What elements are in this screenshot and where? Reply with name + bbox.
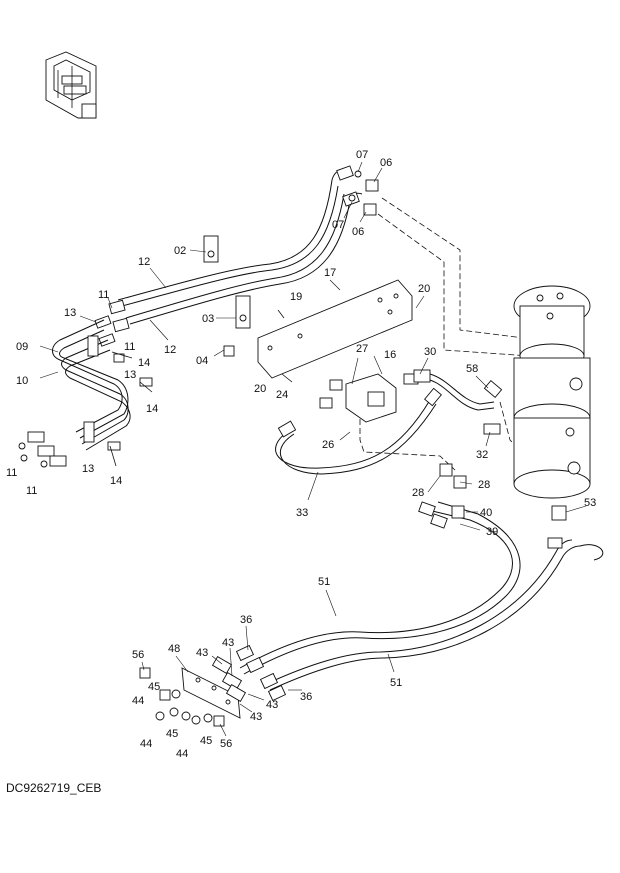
hose-33 (275, 387, 442, 475)
callout-26: 26 (322, 439, 334, 451)
lower-long-hoses (239, 501, 604, 691)
callout-44-a: 44 (132, 695, 144, 707)
callout-43-d: 43 (250, 711, 262, 723)
callout-13-a: 13 (64, 307, 76, 319)
callout-51-bottom: 51 (390, 677, 402, 689)
hose-fittings-top (336, 165, 379, 216)
callout-44-b: 44 (140, 738, 152, 750)
callout-40: 40 (480, 507, 492, 519)
callout-36-top: 36 (240, 614, 252, 626)
callout-13-b: 13 (124, 369, 136, 381)
callout-20-left: 20 (254, 383, 266, 395)
callout-09: 09 (16, 341, 28, 353)
steel-pipes (52, 319, 153, 451)
callout-27: 27 (356, 343, 368, 355)
bolts (109, 309, 293, 467)
callout-28-right: 28 (478, 479, 490, 491)
callout-02: 02 (174, 245, 186, 257)
callout-12-bottom: 12 (164, 344, 176, 356)
callout-39: 39 (486, 526, 498, 538)
callout-06-bottom: 06 (352, 226, 364, 238)
callout-16: 16 (384, 349, 396, 361)
callout-04: 04 (196, 355, 208, 367)
callout-51-top: 51 (318, 576, 330, 588)
bracket-48 (139, 656, 247, 727)
callout-06-top: 06 (380, 157, 392, 169)
callout-11-a: 11 (98, 289, 109, 301)
callout-14-a: 14 (138, 357, 150, 369)
locator-thumbnail-icon (45, 51, 97, 119)
callout-56-top: 56 (132, 649, 144, 661)
callout-17: 17 (324, 267, 336, 279)
callout-44-c: 44 (176, 748, 188, 760)
callout-28-left: 28 (412, 487, 424, 499)
hose-clamps (203, 235, 251, 357)
hose-30-58 (413, 369, 503, 435)
leader-lines (39, 161, 587, 737)
callout-43-a: 43 (196, 647, 208, 659)
callout-32: 32 (476, 449, 488, 461)
callout-12-top: 12 (138, 256, 150, 268)
callout-11-c: 11 (6, 467, 17, 479)
callout-24: 24 (276, 389, 288, 401)
callout-14-b: 14 (146, 403, 158, 415)
valve-block (319, 373, 419, 423)
callout-20-right: 20 (418, 283, 430, 295)
hose-fittings-36 (235, 463, 467, 702)
callout-14-c: 14 (110, 475, 122, 487)
bracket-plate (257, 279, 413, 379)
callout-03: 03 (202, 313, 214, 325)
callout-07-bottom: 07 (332, 219, 344, 231)
callout-10: 10 (16, 375, 28, 387)
callout-48: 48 (168, 643, 180, 655)
callout-43-b: 43 (222, 637, 234, 649)
callout-11-b: 11 (124, 341, 135, 353)
swivel-joint (513, 285, 591, 499)
callout-11-d: 11 (26, 485, 37, 497)
callout-36-bottom: 36 (300, 691, 312, 703)
left-hose-fittings (94, 299, 130, 347)
drawing-code: DC9262719_CEB (6, 781, 101, 795)
callout-19: 19 (290, 291, 302, 303)
callout-labels: 07 06 07 06 02 12 12 11 11 13 13 13 09 1… (6, 149, 596, 760)
callout-45-c: 45 (200, 735, 212, 747)
callout-45-a: 45 (148, 681, 160, 693)
reference-lines (359, 197, 541, 471)
callout-56-bottom: 56 (220, 738, 232, 750)
callout-45-b: 45 (166, 728, 178, 740)
callout-58: 58 (466, 363, 478, 375)
callout-33: 33 (296, 507, 308, 519)
callout-07-top: 07 (356, 149, 368, 161)
pipe-end-fittings (18, 431, 67, 468)
callout-53: 53 (584, 497, 596, 509)
callout-30: 30 (424, 346, 436, 358)
callout-13-c: 13 (82, 463, 94, 475)
callout-43-c: 43 (266, 699, 278, 711)
